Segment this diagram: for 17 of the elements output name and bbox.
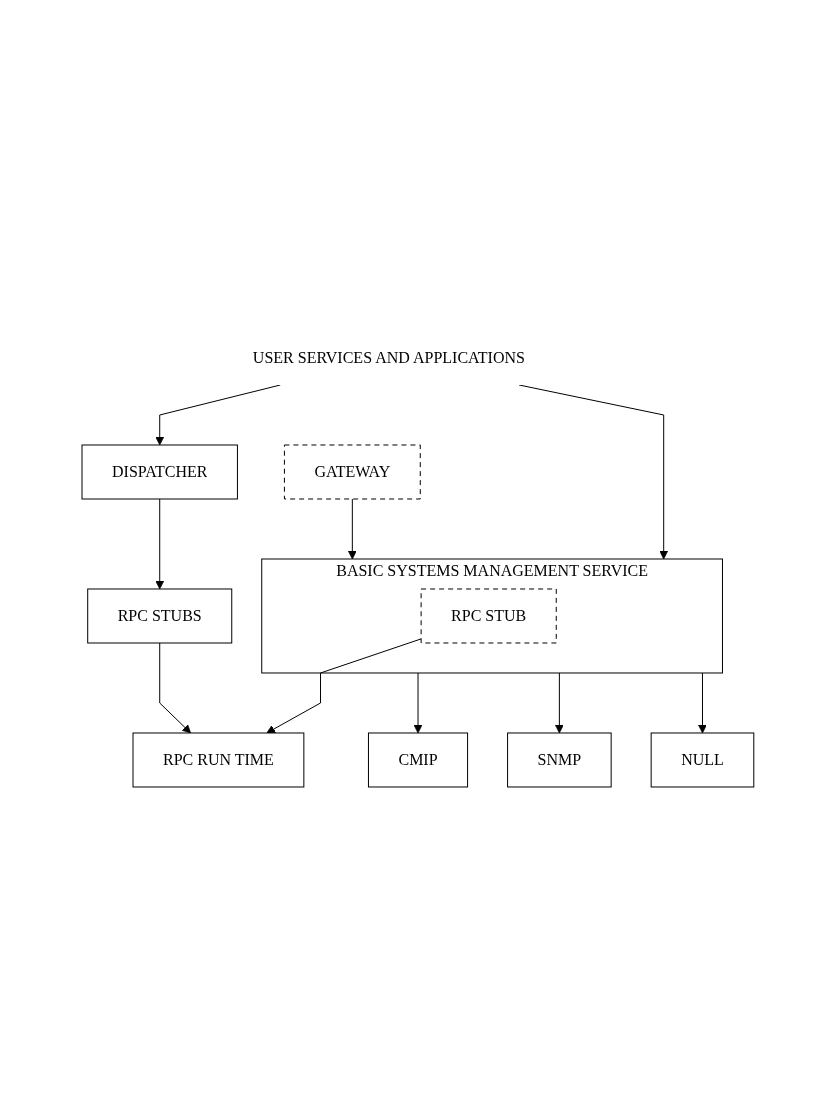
node-box: CMIP	[367, 732, 468, 788]
node-box: RPC STUB	[420, 588, 557, 644]
arrow	[158, 642, 191, 734]
arrow	[154, 498, 164, 590]
node-box: DISPATCHER	[81, 444, 238, 500]
node-box: RPC RUN TIME	[132, 732, 304, 788]
node-box: NULL	[650, 732, 754, 788]
node-box: SNMP	[506, 732, 612, 788]
node-text: USER SERVICES AND APPLICATIONS	[252, 349, 525, 366]
arrow	[347, 498, 357, 560]
arrow	[413, 672, 422, 734]
node-box: RPC STUBS	[86, 588, 232, 644]
arrow	[266, 638, 422, 734]
arrow	[554, 672, 564, 734]
arrow	[697, 672, 707, 734]
node-box: GATEWAY	[283, 444, 421, 500]
arrow	[154, 384, 281, 446]
